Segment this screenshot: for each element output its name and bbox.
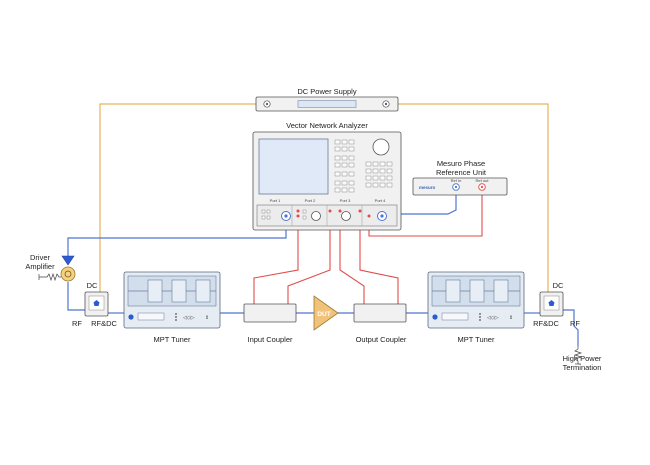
bias-tee-right <box>539 291 564 317</box>
output-coupler <box>353 303 407 323</box>
driver-amplifier-label-line1: Driver <box>30 253 51 262</box>
rf-right-label: RF <box>570 319 580 328</box>
port3-label: Port 3 <box>340 198 351 203</box>
termination-label-line2: Termination <box>563 363 602 372</box>
vna-label: Vector Network Analyzer <box>286 121 368 130</box>
mpt-tuner-left-label: MPT Tuner <box>154 335 191 344</box>
dc-left-label: DC <box>87 281 98 290</box>
mesuro-ref-out-label: Ref out <box>476 178 490 183</box>
input-coupler <box>243 303 297 323</box>
port1-label: Port 1 <box>270 198 281 203</box>
dc-power-supply <box>255 96 399 112</box>
rf-wire-driver-to-dc <box>67 282 85 311</box>
mesuro-logo: mesuro <box>419 185 436 190</box>
mesuro-phase-reference-unit <box>412 177 508 196</box>
svg-text:⇕: ⇕ <box>205 315 209 321</box>
coupled-wire-input-b <box>287 218 331 304</box>
coupled-wire-output-b <box>359 218 399 304</box>
coupled-wire-output-a <box>339 218 365 304</box>
driver-amplifier-label-line2: Amplifier <box>25 262 55 271</box>
coupled-wire-input-a <box>253 218 299 304</box>
port4-label: Port 4 <box>375 198 386 203</box>
rfdc-right-label: RF&DC <box>533 319 559 328</box>
mesuro-title-line1: Mesuro Phase <box>437 159 485 168</box>
mpt-tuner-right-label: MPT Tuner <box>458 335 495 344</box>
dc-wire-left <box>99 103 258 292</box>
input-coupler-label: Input Coupler <box>247 335 293 344</box>
port2-label: Port 2 <box>305 198 316 203</box>
svg-text:◁◇▷: ◁◇▷ <box>183 315 195 321</box>
mpt-tuner-left: ◁◇▷ ⇕ <box>123 271 221 329</box>
vector-network-analyzer <box>252 131 402 231</box>
driver-input-resistor-icon <box>39 272 61 282</box>
output-coupler-label: Output Coupler <box>356 335 407 344</box>
termination-resistor-icon <box>573 346 583 364</box>
svg-text:◁◇▷: ◁◇▷ <box>487 315 499 321</box>
rf-wire-mesuro-refin <box>382 186 457 215</box>
bias-tee-left <box>84 291 109 317</box>
dc-power-supply-label: DC Power Supply <box>297 87 356 96</box>
rfdc-left-label: RF&DC <box>91 319 117 328</box>
driver-amplifier <box>60 255 76 282</box>
dut-label: DUT <box>317 311 330 318</box>
mpt-tuner-right: ◁◇▷ ⇕ <box>427 271 525 329</box>
dut <box>313 295 339 331</box>
rf-left-label: RF <box>72 319 82 328</box>
termination-label-line1: High Power <box>563 354 602 363</box>
dc-wire-right <box>395 103 549 292</box>
rf-wire-to-termination <box>563 309 579 346</box>
dc-right-label: DC <box>553 281 564 290</box>
mesuro-title-line2: Reference Unit <box>436 168 487 177</box>
mesuro-ref-in-label: Ref In <box>451 178 462 183</box>
svg-text:⇕: ⇕ <box>509 315 513 321</box>
